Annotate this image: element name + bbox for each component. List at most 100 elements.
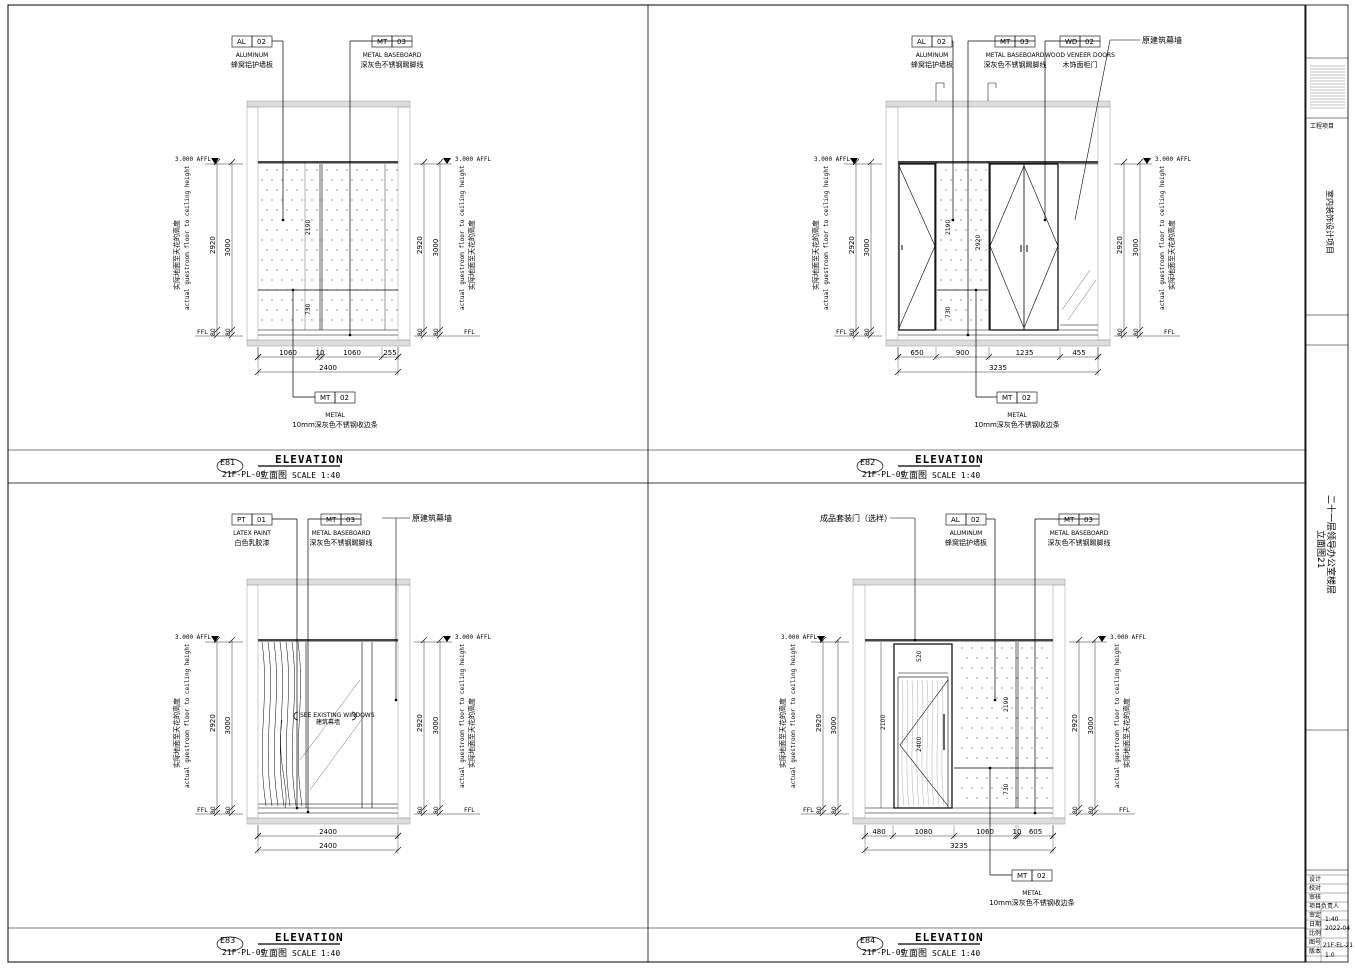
- left-wall-section: [885, 106, 899, 341]
- drawing-subtitle: 立面图: [260, 947, 287, 959]
- level-mark-top: 3.000 AFFL: [1110, 634, 1147, 641]
- dimension-width-segment: 1060: [279, 349, 297, 357]
- dimension-width-segment: 455: [1072, 349, 1085, 357]
- callout-number: 02: [971, 516, 980, 524]
- dimension-width-segment: 10: [316, 349, 325, 357]
- drawing-id: E82: [860, 458, 875, 467]
- vertical-note-en: actual guestroom floor to ceiling height: [184, 643, 191, 788]
- drawing-id: E84: [860, 936, 875, 945]
- level-mark-ffl: FFL: [1119, 807, 1130, 814]
- callout-code: MT: [320, 394, 331, 402]
- dimension-height-total: 3000: [863, 239, 871, 257]
- title-block-field-label: 项目负责人: [1309, 902, 1339, 910]
- right-wall-section: [397, 106, 411, 341]
- callout-material-en: LATEX PAINT: [233, 530, 271, 537]
- floor-slab: [885, 339, 1111, 347]
- dimension-base: 80: [210, 806, 217, 814]
- vertical-note-cn: 实际地面至天花的高度: [1167, 220, 1176, 290]
- callout-number: 01: [257, 516, 266, 524]
- right-wall-section: [1052, 584, 1066, 819]
- dimension-base: 80: [849, 328, 856, 336]
- callout-material-cn: 10mm深灰色不锈钢收边条: [989, 898, 1075, 907]
- dimension-height-clear: 2920: [416, 236, 424, 254]
- title-block-field-label: 日期: [1309, 920, 1321, 928]
- dimension-height-clear: 2920: [848, 236, 856, 254]
- callout-number: 02: [937, 38, 946, 46]
- callout-code: AL: [237, 38, 246, 46]
- dimension-base: 80: [417, 328, 424, 336]
- project-label: 工程项目: [1310, 122, 1334, 130]
- level-mark-top: 3.000 AFFL: [175, 634, 212, 641]
- inner-dimension: 2920: [975, 235, 982, 250]
- callout-material-cn: 木饰面柜门: [1063, 60, 1098, 69]
- callout-material-cn: 10mm深灰色不锈钢收边条: [974, 420, 1060, 429]
- curtain-wall-note: 原建筑幕墙: [412, 513, 452, 523]
- inner-dimension: 2100: [880, 715, 887, 730]
- callout-code: PT: [237, 516, 246, 524]
- callout-number: 03: [346, 516, 355, 524]
- drawing-title: ELEVATION: [915, 453, 984, 466]
- level-mark-top: 3.000 AFFL: [175, 156, 212, 163]
- dimension-height-total: 3000: [1132, 239, 1140, 257]
- ceiling-line: [258, 639, 398, 642]
- drawing-title: ELEVATION: [275, 453, 344, 466]
- drawing-title: ELEVATION: [275, 931, 344, 944]
- title-block-field-label: 校对: [1309, 884, 1321, 892]
- callout-material-cn: 蜂窝铝护墙板: [911, 60, 953, 69]
- left-wall-section: [852, 584, 866, 819]
- callout-material-en: ALUMINUM: [916, 52, 949, 59]
- callout-code: AL: [951, 516, 960, 524]
- dimension-width-segment: 1080: [915, 828, 933, 836]
- dimension-base: 80: [225, 806, 232, 814]
- vertical-note-en: actual guestroom floor to ceiling height: [1114, 643, 1121, 788]
- dimension-base: 80: [1088, 806, 1095, 814]
- drawing-subtitle: 立面图: [260, 469, 287, 481]
- floor-slab: [246, 817, 411, 825]
- callout-material-cn: 蜂窝铝护墙板: [231, 60, 273, 69]
- dimension-width-segment: 2400: [319, 828, 337, 836]
- dimension-height-clear: 2920: [209, 236, 217, 254]
- floor-slab: [246, 339, 411, 347]
- callout-code: MT: [377, 38, 388, 46]
- callout-number: 02: [257, 38, 266, 46]
- title-block: 工程项目 室内装饰设计项目 二十一层领导办公室楼层 立面图21 设计校对审核项目…: [1305, 4, 1353, 963]
- callout-code: AL: [917, 38, 926, 46]
- ceiling-line: [258, 161, 398, 164]
- dimension-height-total: 3000: [432, 239, 440, 257]
- callout-number: 03: [1084, 516, 1093, 524]
- sheet-number: 21F-EL-21: [1323, 942, 1353, 949]
- title-block-field-label: 版本: [1309, 947, 1321, 955]
- level-mark-top: 3.000 AFFL: [1155, 156, 1192, 163]
- drawing-subtitle: 立面图: [900, 947, 927, 959]
- dimension-height-total: 3000: [224, 717, 232, 735]
- inner-dimension: 2190: [1003, 697, 1010, 712]
- dimension-height-clear: 2920: [209, 714, 217, 732]
- vertical-note-cn: 实际地面至天花的高度: [172, 220, 181, 290]
- title-block-field-label: 审核: [1309, 893, 1321, 901]
- dimension-width-segment: 1060: [343, 349, 361, 357]
- drawing-code: 21F-PL-09: [222, 948, 266, 957]
- dimension-base: 80: [210, 328, 217, 336]
- dimension-base: 80: [417, 806, 424, 814]
- callout-material-en: METAL: [1022, 890, 1042, 897]
- drawing-code: 21F-PL-09: [862, 948, 906, 957]
- curtain: [261, 641, 303, 809]
- window-note-en: SEE EXISTING WINDOWS: [300, 712, 375, 719]
- curtain-wall-note: 原建筑幕墙: [1142, 35, 1182, 45]
- inner-dimension: 2400: [916, 737, 923, 752]
- callout-number: 02: [1022, 394, 1031, 402]
- scale-value: 1:40: [1325, 916, 1339, 923]
- dimension-width-segment: 255: [383, 349, 396, 357]
- title-block-field-label: 审定: [1309, 911, 1321, 919]
- inner-dimension: 2190: [945, 220, 952, 235]
- drawing-scale: SCALE 1:40: [292, 471, 340, 480]
